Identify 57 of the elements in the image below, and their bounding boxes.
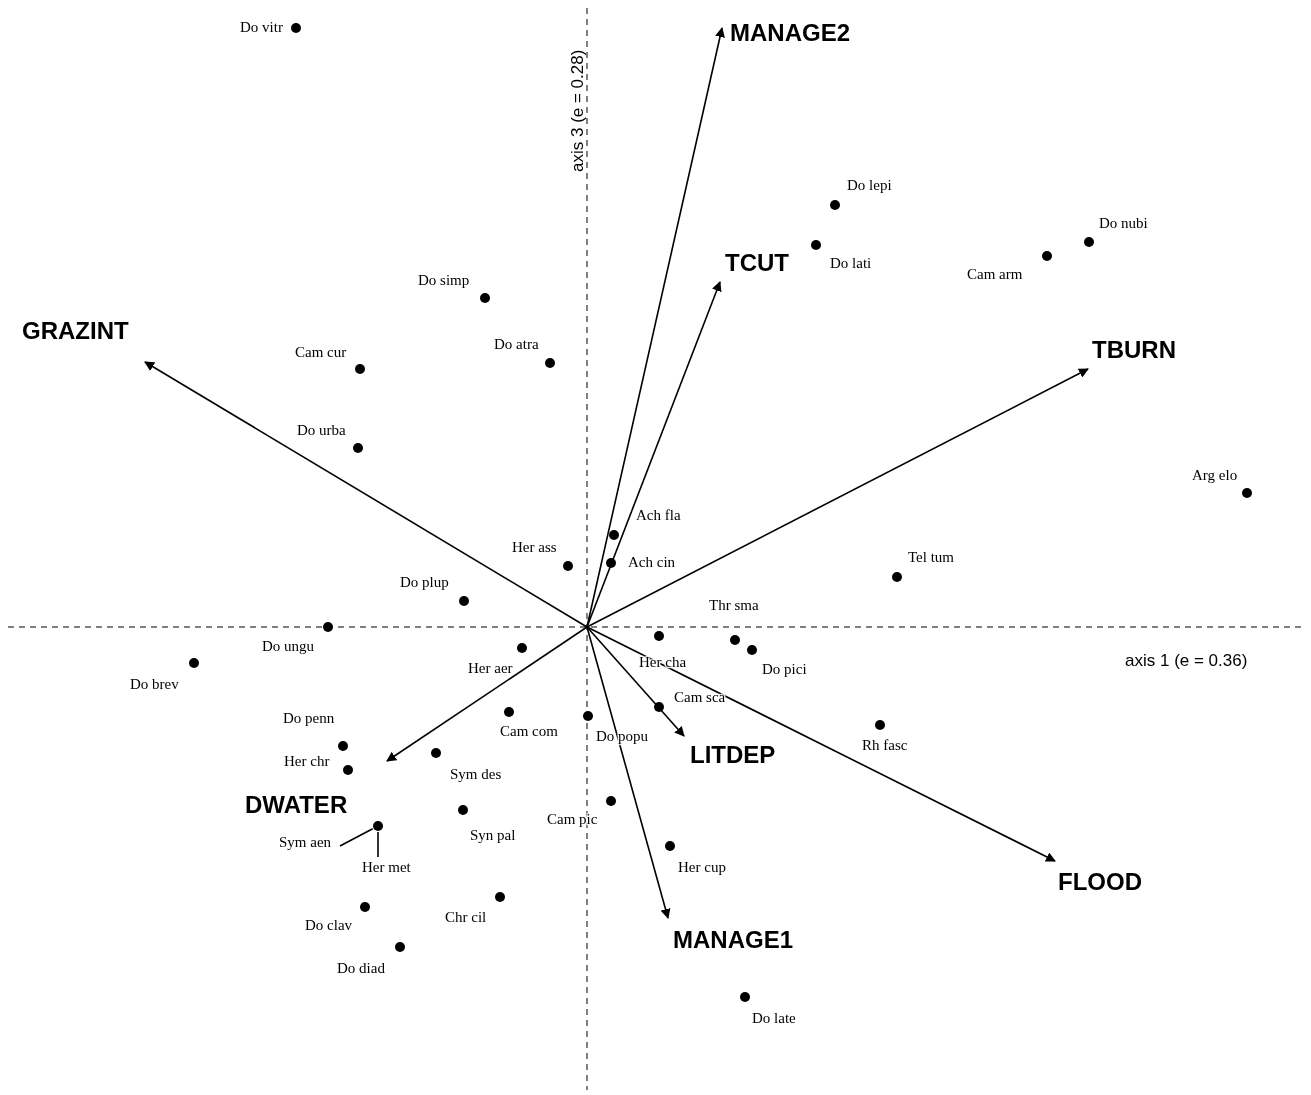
species-label: Her met <box>362 860 411 875</box>
species-label: Do vitr <box>240 20 283 35</box>
species-label: Do brev <box>130 677 179 692</box>
species-label: Cam pic <box>547 812 598 827</box>
species-label: Ach cin <box>628 555 676 570</box>
species-label: Tel tum <box>908 550 955 565</box>
species-label: Her cup <box>678 860 726 875</box>
species-label: Do penn <box>283 711 335 726</box>
arrow <box>586 626 1056 862</box>
variable-label: LITDEP <box>690 743 776 767</box>
species-label: Her chr <box>284 754 330 769</box>
data-point <box>373 821 383 831</box>
species-label: Do nubi <box>1099 216 1148 231</box>
arrow <box>386 626 588 762</box>
species-label: Thr sma <box>709 598 759 613</box>
species-label: Sym aen <box>279 835 332 850</box>
leader-line <box>377 831 379 858</box>
variable-label: TCUT <box>725 251 789 275</box>
variable-label: GRAZINT <box>22 319 129 343</box>
variable-label: MANAGE2 <box>730 21 850 45</box>
species-label: Do lati <box>830 256 872 271</box>
species-label: Cam com <box>500 724 558 739</box>
arrow <box>586 626 671 919</box>
variable-label: TBURN <box>1092 338 1176 362</box>
variable-label: DWATER <box>245 793 348 817</box>
species-label: Do popu <box>596 729 649 744</box>
species-label: Syn pal <box>470 828 516 843</box>
axis-title: axis 3 (e = 0.28) <box>569 49 586 172</box>
species-label: Do atra <box>494 337 539 352</box>
species-label: Do late <box>752 1011 796 1026</box>
species-label: Do clav <box>305 918 353 933</box>
variable-label: FLOOD <box>1058 870 1142 894</box>
axis-title: axis 1 (e = 0.36) <box>1125 652 1248 669</box>
species-label: Arg elo <box>1192 468 1238 483</box>
arrow <box>586 626 685 737</box>
species-label: Do urba <box>297 423 346 438</box>
species-label: Do lepi <box>847 178 892 193</box>
variable-label: MANAGE1 <box>673 928 793 952</box>
species-label: Ach fla <box>636 508 681 523</box>
species-label: Her aer <box>468 661 513 676</box>
species-label: Chr cil <box>445 910 487 925</box>
species-label: Cam sca <box>674 690 726 705</box>
species-label: Rh fasc <box>862 738 908 753</box>
species-label: Do diad <box>337 961 385 976</box>
arrow <box>586 368 1089 628</box>
arrow <box>144 361 588 628</box>
species-label: Cam arm <box>967 267 1023 282</box>
species-label: Her cha <box>639 655 687 670</box>
arrow <box>586 281 722 628</box>
species-label: Sym des <box>450 767 502 782</box>
species-label: Do simp <box>418 273 470 288</box>
species-label: Do pici <box>762 662 807 677</box>
species-label: Do plup <box>400 575 449 590</box>
species-label: Her ass <box>512 540 557 555</box>
species-label: Cam cur <box>295 345 347 360</box>
species-label: Do ungu <box>262 639 315 654</box>
leader-line <box>339 828 374 847</box>
